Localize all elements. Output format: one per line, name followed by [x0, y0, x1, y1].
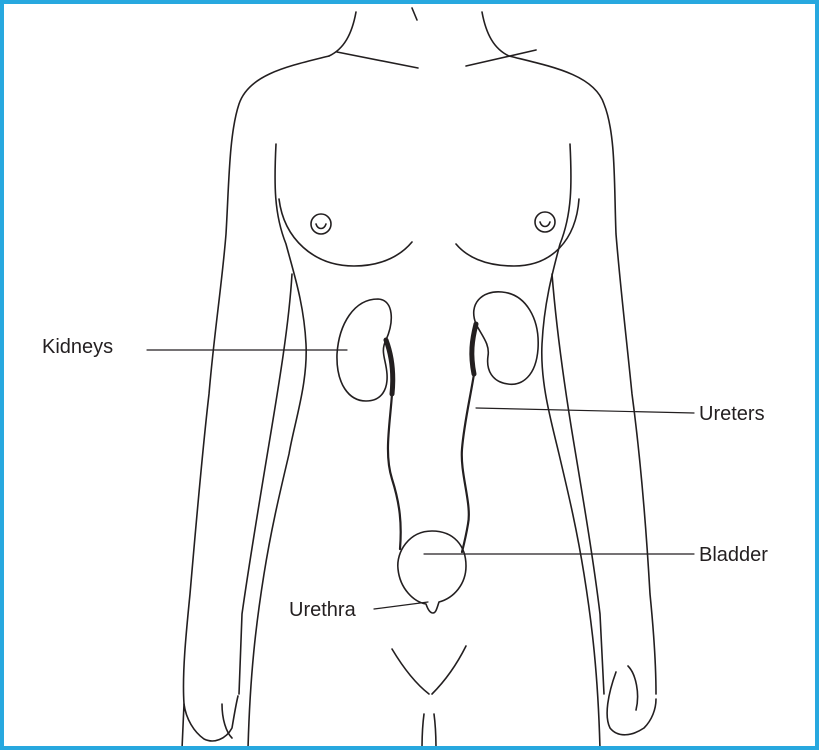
groin: [392, 646, 466, 749]
left-hand: [184, 696, 238, 741]
kidneys: [337, 292, 538, 401]
right-hand: [607, 666, 656, 735]
groin-right: [432, 646, 466, 694]
left-ureter-upper: [386, 340, 393, 394]
right-nipple: [535, 212, 555, 232]
right-arm-outer: [509, 56, 656, 694]
ureters-label: Ureters: [699, 402, 765, 426]
right-ureter: [462, 374, 474, 552]
right-kidney: [474, 292, 538, 384]
urinary-system-diagram: [4, 4, 819, 750]
left-breast: [279, 199, 412, 266]
neck-center-line: [412, 8, 417, 20]
urethra-label: Urethra: [289, 598, 356, 622]
ureters: [386, 324, 476, 552]
body-outline: [182, 8, 656, 749]
left-arm-inner: [239, 274, 292, 694]
left-arm-outer: [182, 56, 329, 749]
groin-left: [392, 649, 429, 694]
right-arm-inner: [552, 274, 604, 694]
urethra-leader: [374, 602, 428, 609]
left-torso-side: [248, 144, 306, 749]
right-breast: [456, 199, 579, 266]
leg-gap: [422, 714, 436, 749]
bladder-outline: [398, 531, 466, 613]
neck-right: [482, 12, 509, 56]
clavicle-left: [337, 52, 418, 68]
right-ureter-upper: [472, 324, 476, 374]
right-torso-side: [542, 144, 600, 749]
kidneys-label: Kidneys: [42, 335, 113, 359]
left-nipple: [311, 214, 331, 234]
clavicle-right: [466, 50, 536, 66]
bladder: [398, 531, 466, 613]
bladder-label: Bladder: [699, 543, 768, 567]
ureters-leader: [476, 408, 694, 413]
left-ureter: [388, 394, 401, 549]
leader-lines: [147, 350, 694, 609]
chest: [279, 199, 579, 266]
neck-left: [329, 12, 356, 56]
